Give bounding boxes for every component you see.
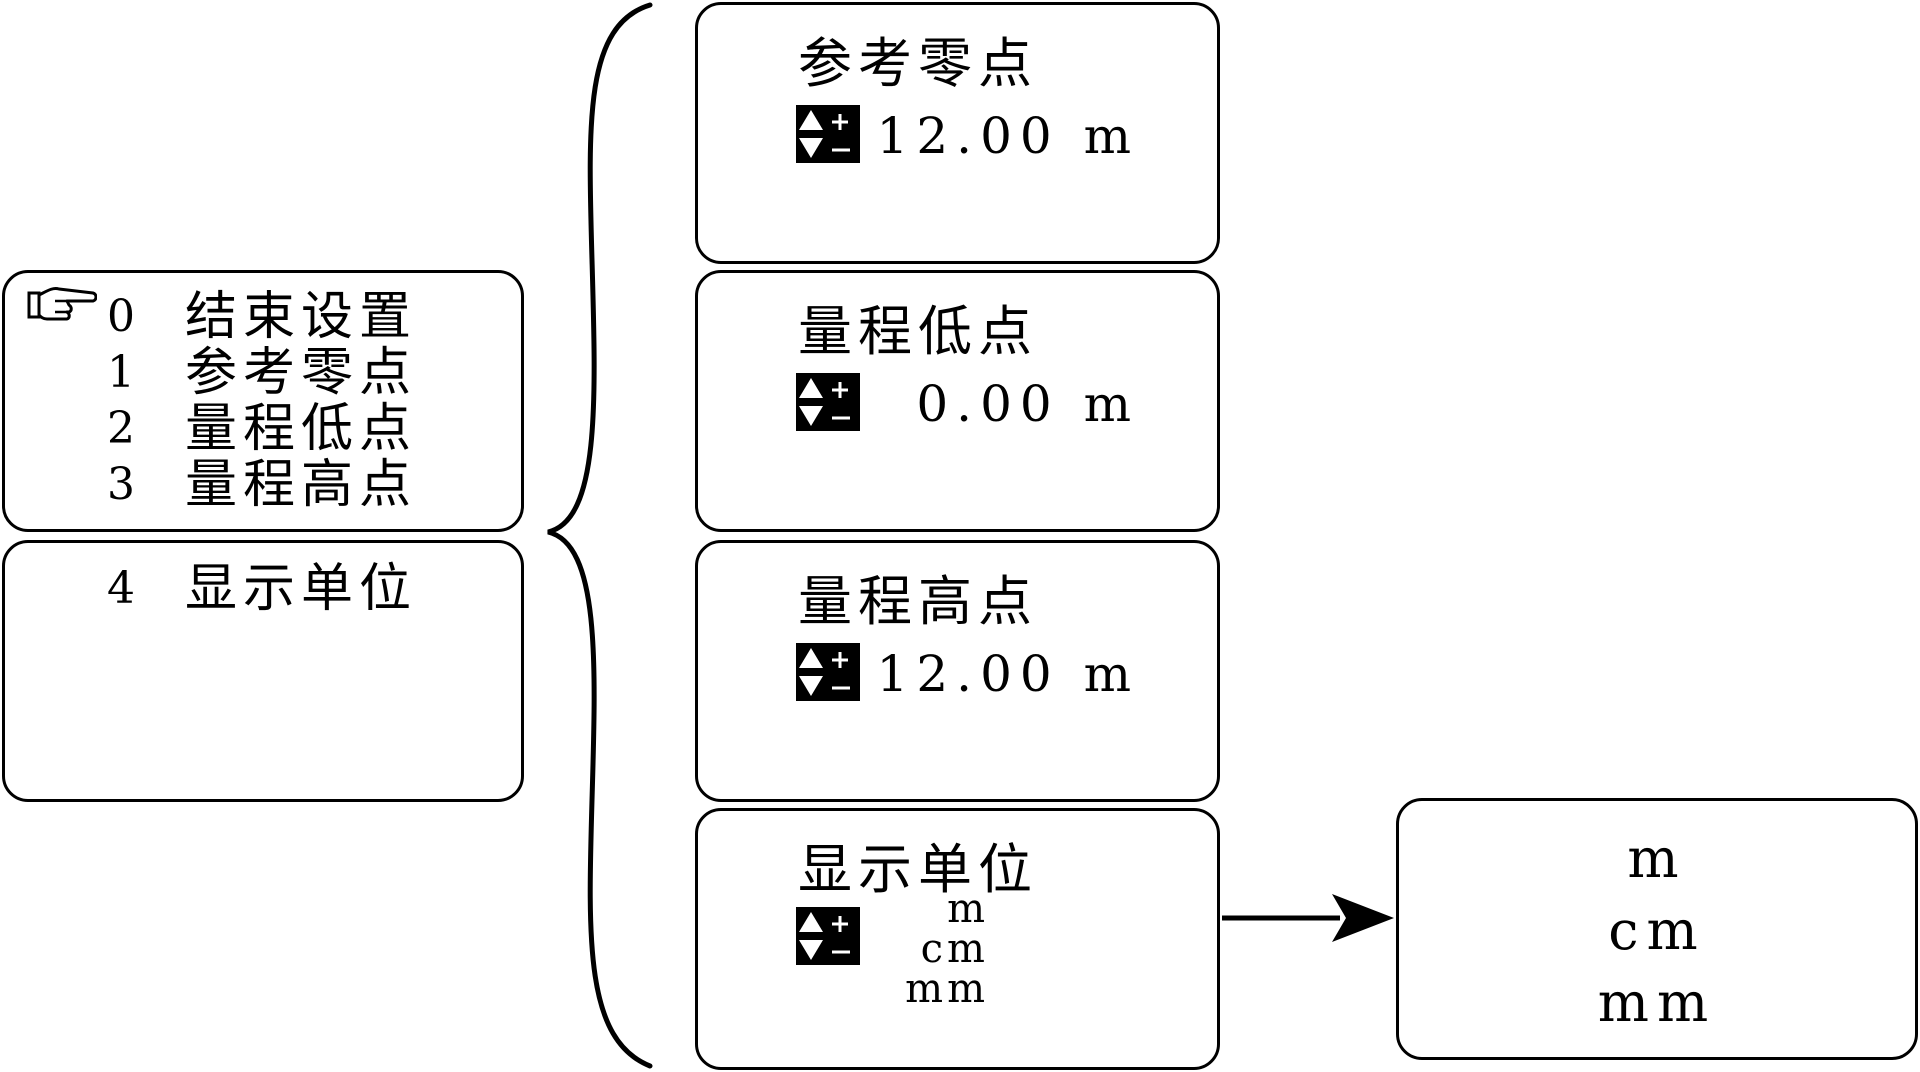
unit-option-list: m cm mm [905, 889, 989, 1009]
panel-range-high: 量程高点 12.00 m [695, 540, 1220, 802]
menu-item-label: 显示单位 [185, 559, 418, 619]
panel-title: 参考零点 [798, 32, 1038, 95]
panel-value: 12.00 m [876, 107, 1139, 165]
up-down-plus-minus-icon[interactable] [796, 105, 860, 163]
panel-display-unit: 显示单位 m cm mm [695, 808, 1220, 1070]
panel-title: 显示单位 [798, 838, 1038, 901]
menu-item-number: 1 [107, 347, 135, 398]
main-menu-box: 0 结束设置 1 参考零点 2 量程低点 3 量程高点 [2, 270, 524, 532]
menu-item-number: 0 [107, 291, 135, 342]
up-down-plus-minus-icon[interactable] [796, 373, 860, 431]
menu-item-label: 量程高点 [185, 455, 418, 515]
panel-title: 量程高点 [798, 570, 1038, 633]
unit-option[interactable]: mm [905, 966, 989, 1012]
panel-range-low: 量程低点 0.00 m [695, 270, 1220, 532]
arrow-head-icon [1332, 894, 1394, 942]
unit-result-item[interactable]: mm [1597, 971, 1717, 1034]
hand-pointer-icon [27, 287, 97, 321]
menu-item-number: 2 [107, 403, 135, 454]
curly-brace-connector [547, 2, 653, 1069]
unit-result-list: m cm mm [1399, 823, 1915, 1039]
menu-item-number: 3 [107, 459, 135, 510]
menu-item-label: 量程低点 [185, 399, 418, 459]
menu-item-label: 结束设置 [185, 287, 418, 347]
menu-page2-box: 4 显示单位 [2, 540, 524, 802]
up-down-plus-minus-icon[interactable] [796, 907, 860, 965]
unit-option[interactable]: m [947, 886, 989, 932]
unit-result-box: m cm mm [1396, 798, 1918, 1060]
menu-item-number: 4 [107, 563, 135, 614]
panel-value: 12.00 m [876, 645, 1139, 703]
up-down-plus-minus-icon[interactable] [796, 643, 860, 701]
panel-title: 量程低点 [798, 300, 1038, 363]
panel-value: 0.00 m [916, 375, 1139, 433]
unit-result-item[interactable]: cm [1608, 899, 1706, 962]
unit-result-item[interactable]: m [1627, 827, 1687, 890]
panel-ref-zero: 参考零点 12.00 m [695, 2, 1220, 264]
unit-option[interactable]: cm [920, 926, 989, 972]
menu-item-label: 参考零点 [185, 343, 418, 403]
